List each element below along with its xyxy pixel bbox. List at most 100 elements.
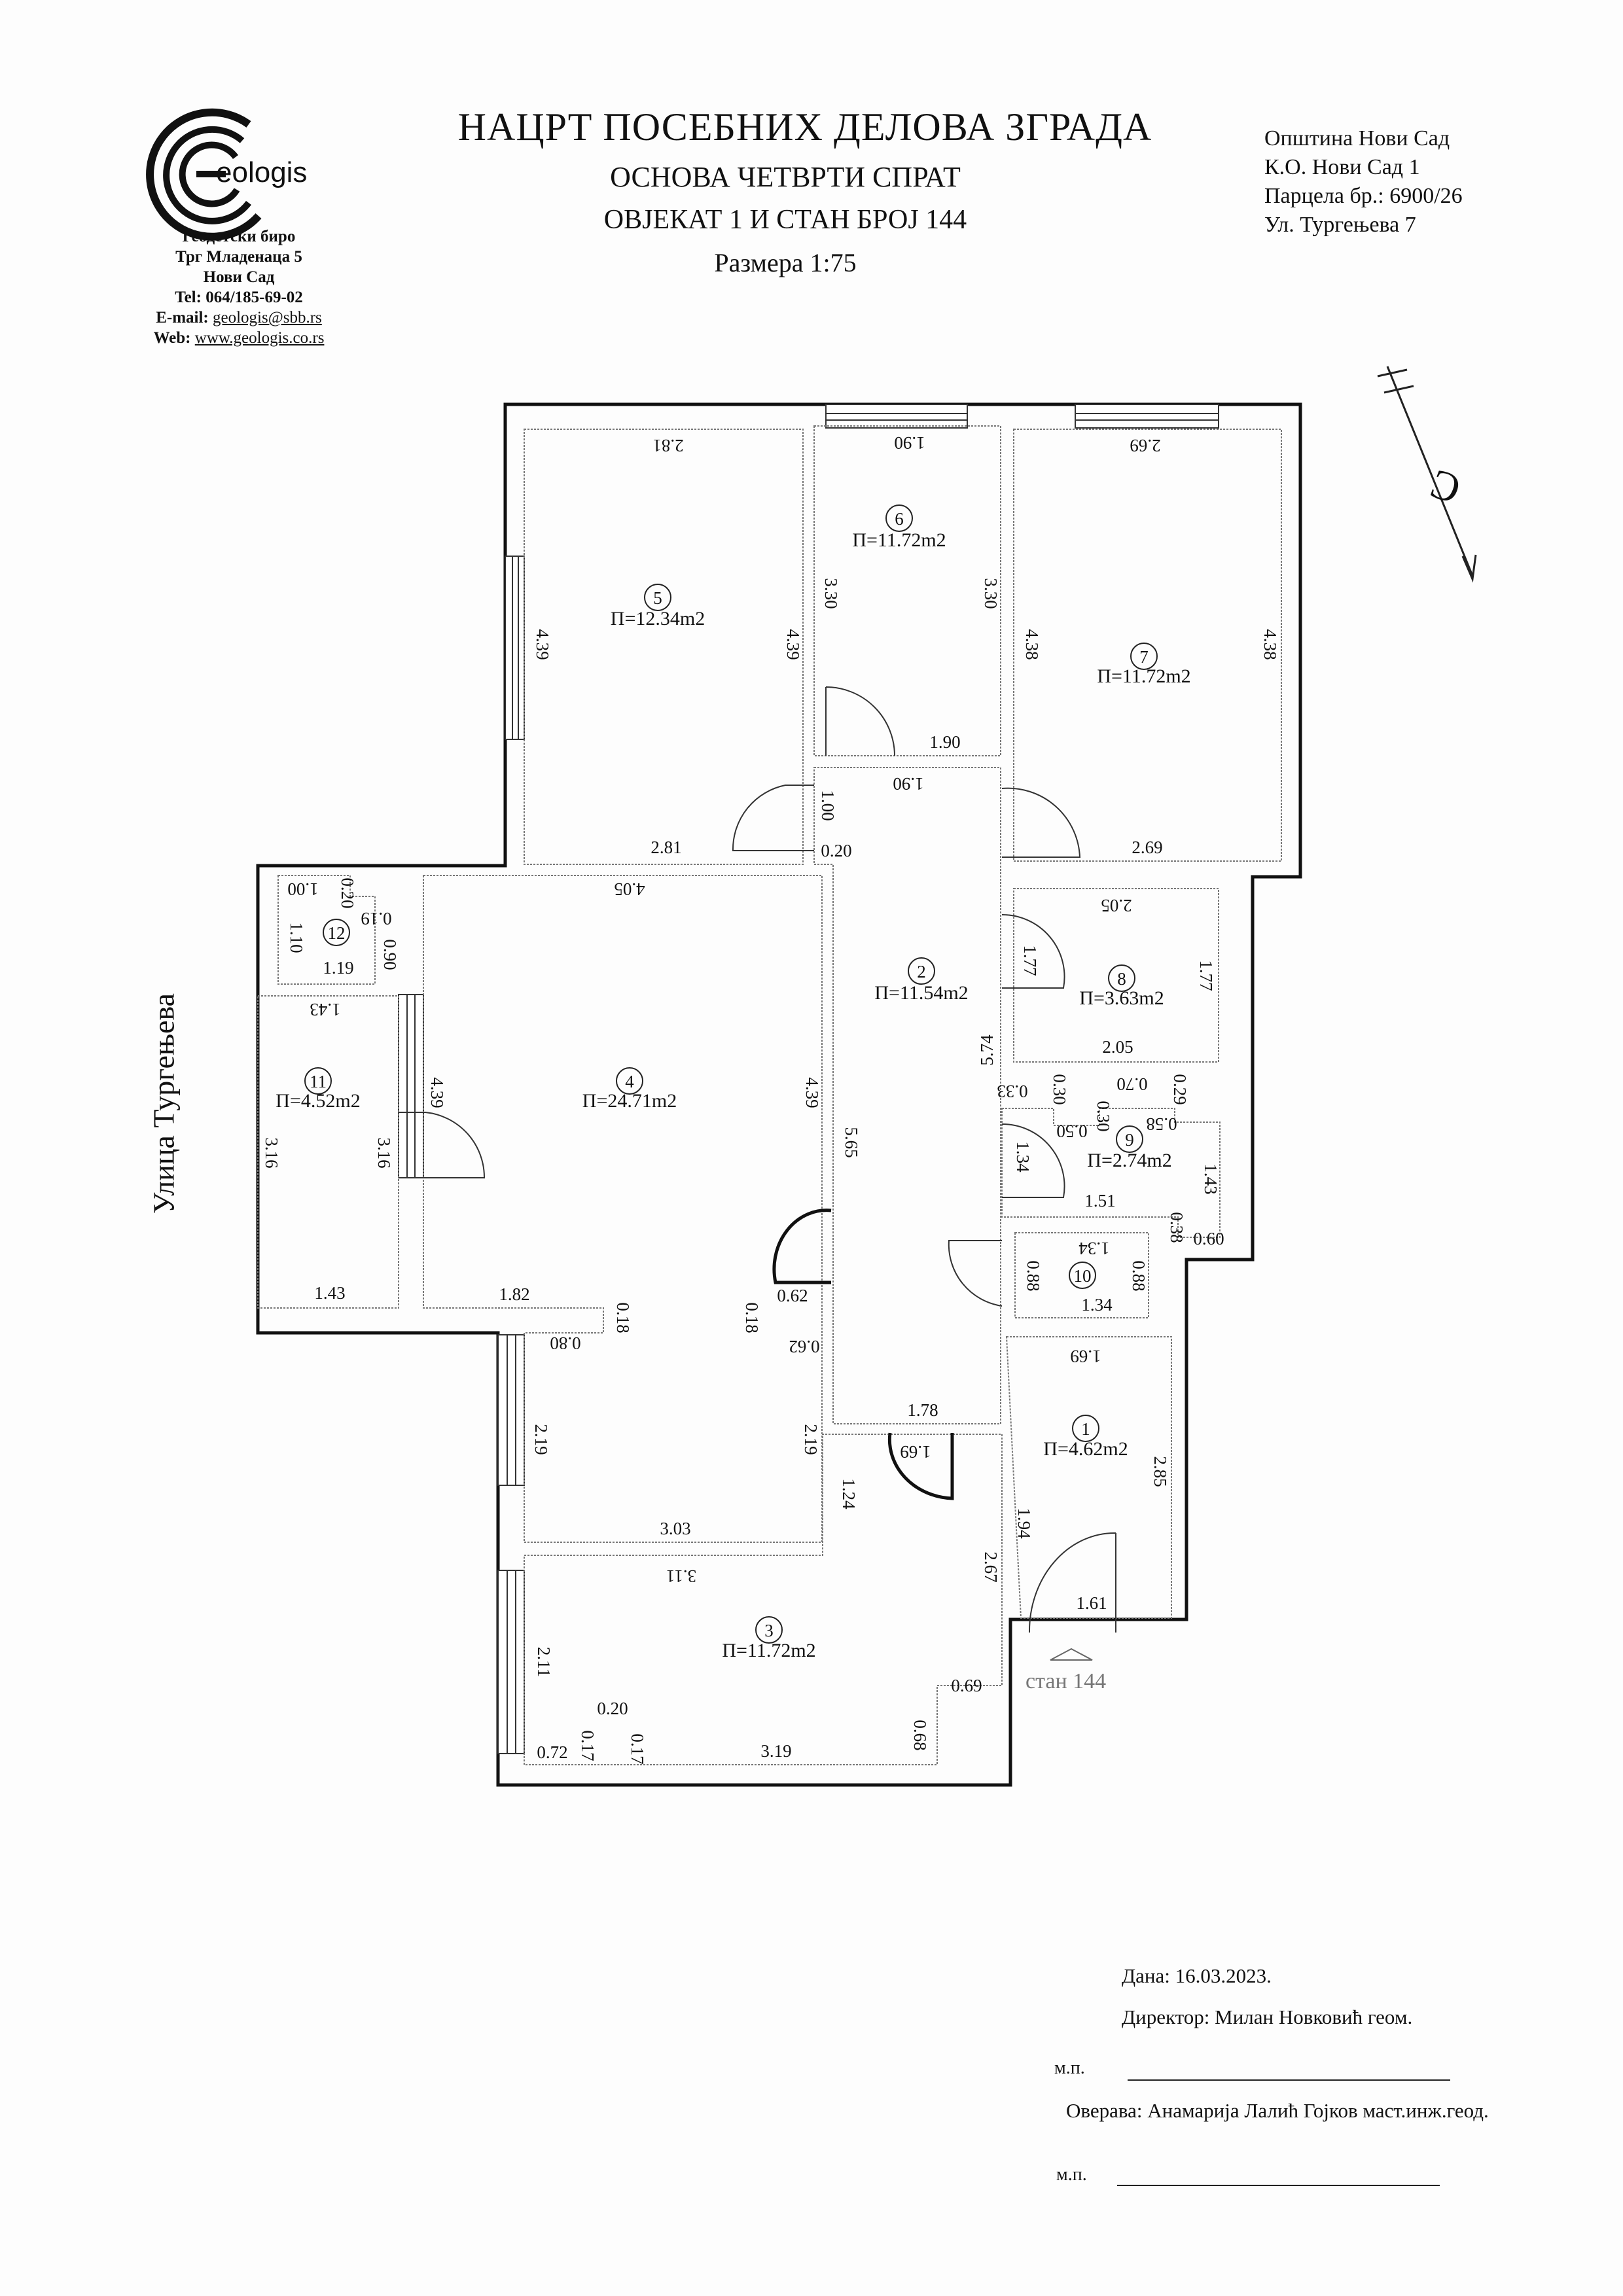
dimension-label: 4.39 <box>533 629 552 660</box>
dimension-label: 0.88 <box>1024 1260 1043 1291</box>
dimension-label: 2.81 <box>651 838 681 857</box>
dimension-label: 1.61 <box>1076 1593 1107 1613</box>
dimension-label: 1.34 <box>1013 1141 1033 1173</box>
cadastral-municipality: К.О. Нови Сад 1 <box>1264 155 1420 179</box>
door-swing-icon <box>399 1112 486 1178</box>
dimension-label: 0.38 <box>1167 1212 1186 1243</box>
room-7-outline <box>1013 429 1282 862</box>
room-area: П=4.52m2 <box>276 1090 360 1112</box>
door-swing-icon <box>1001 1123 1065 1198</box>
room-number: 2 <box>917 962 926 981</box>
logo-wordmark: eologis <box>216 156 307 188</box>
door-swing-icon <box>1001 787 1081 858</box>
dimension-label: 0.88 <box>1129 1260 1149 1291</box>
dimension-label: 5.74 <box>977 1034 997 1066</box>
room-6-outline <box>813 425 1001 756</box>
dimension-label: 2.69 <box>1130 436 1160 455</box>
dimension-label: 3.30 <box>821 578 841 609</box>
document-title: НАЦРТ ПОСЕБНИХ ДЕЛОВА ЗГРАДА <box>457 105 1152 149</box>
email-link[interactable]: geologis@sbb.rs <box>213 309 322 327</box>
dimension-label: 1.51 <box>1084 1191 1115 1210</box>
dimension-label: 1.00 <box>287 879 318 899</box>
room-number: 7 <box>1139 647 1149 667</box>
dimension-label: 0.30 <box>1050 1074 1069 1104</box>
dimension-label: 1.24 <box>839 1478 859 1510</box>
room-number-circle <box>323 919 350 946</box>
dimension-label: 0.20 <box>338 877 357 908</box>
object-label: ОВЈЕКАТ 1 И СТАН БРОЈ 144 <box>603 205 967 235</box>
dimension-label: 0.70 <box>1116 1074 1147 1094</box>
dimension-label: 5.65 <box>842 1127 861 1157</box>
room-area: П=2.74m2 <box>1087 1150 1171 1171</box>
dimension-label: 2.19 <box>801 1424 821 1455</box>
dimension-label: 4.05 <box>614 879 645 899</box>
dimension-label: 1.82 <box>499 1284 529 1304</box>
entrance-label: стан 144 <box>1026 1669 1106 1693</box>
room-5-outline <box>524 429 804 865</box>
room-number: 10 <box>1074 1266 1092 1286</box>
dimension-label: 0.17 <box>578 1730 597 1761</box>
room-number-circle <box>304 1067 332 1095</box>
room-number: 4 <box>625 1072 634 1091</box>
dimension-label: 3.19 <box>760 1741 791 1761</box>
room-11-outline <box>257 995 399 1309</box>
dimension-label: 0.33 <box>997 1082 1027 1101</box>
dimension-label: 0.18 <box>613 1302 633 1333</box>
room-number-circle <box>1116 1125 1143 1153</box>
scale-label: Размера 1:75 <box>714 248 857 277</box>
dimension-label: 1.77 <box>1020 945 1040 976</box>
dimension-label: 4.39 <box>802 1077 822 1108</box>
room-number-circle <box>1130 643 1158 670</box>
room-3-outline <box>524 1434 1003 1765</box>
room-number-circle <box>616 1067 643 1095</box>
door-swing-icon <box>948 1240 1003 1307</box>
room-area: П=11.72m2 <box>852 529 946 551</box>
municipality: Општина Нови Сад <box>1264 126 1450 150</box>
stamp-label-2: м.п. <box>1056 2164 1087 2185</box>
room-2-outline <box>813 767 1001 1424</box>
street-address: Ул. Тургењева 7 <box>1264 213 1416 237</box>
director-label: Директор: Милан Новковић геом. <box>1122 2005 1413 2028</box>
room-area: П=3.63m2 <box>1079 987 1164 1009</box>
dimension-label: 2.19 <box>531 1424 551 1455</box>
dimension-label: 1.10 <box>287 922 306 953</box>
dimension-label: 3.16 <box>374 1137 394 1168</box>
room-number-circle <box>1072 1415 1099 1442</box>
door-swing-icon <box>1001 913 1065 989</box>
dimension-label: 1.43 <box>310 1000 340 1019</box>
web-label: Web: <box>153 329 191 347</box>
dimension-label: 3.30 <box>981 578 1001 609</box>
email-label: E-mail: <box>156 309 209 327</box>
dimension-label: 1.90 <box>893 774 923 794</box>
dimension-label: 0.80 <box>550 1333 580 1353</box>
dimension-label: 2.81 <box>652 436 683 455</box>
room-number-circle <box>644 584 671 611</box>
room-area: П=11.54m2 <box>874 982 968 1004</box>
room-number: 5 <box>653 588 662 608</box>
company-address: Трг Младенаца 5 <box>175 248 302 266</box>
web-link[interactable]: www.geologis.co.rs <box>194 329 325 347</box>
dimension-label: 0.58 <box>1146 1114 1177 1134</box>
company-info: Геодетски биро Трг Младенаца 5 Нови Сад … <box>131 226 347 348</box>
room-number: 12 <box>328 923 346 943</box>
dimension-label: 0.29 <box>1170 1074 1190 1104</box>
room-area: П=12.34m2 <box>611 608 705 629</box>
room-number: 9 <box>1125 1130 1134 1150</box>
dimension-label: 1.34 <box>1079 1239 1110 1258</box>
dimension-label: 3.16 <box>262 1137 281 1168</box>
dimension-label: 1.43 <box>314 1283 345 1303</box>
company-tel: Tel: 064/185-69-02 <box>175 289 303 306</box>
dimension-label: 1.78 <box>907 1400 938 1420</box>
room-9-outline <box>1001 1108 1221 1238</box>
room-4-outline <box>423 875 823 1543</box>
location-info: Општина Нови Сад К.О. Нови Сад 1 Парцела… <box>1264 124 1463 239</box>
room-number: 3 <box>764 1621 774 1640</box>
room-number-circle <box>755 1616 783 1644</box>
verifier-signature-line <box>1117 2185 1440 2186</box>
dimension-label: 1.34 <box>1081 1295 1113 1315</box>
dimension-label: 0.90 <box>380 939 400 970</box>
room-1-outline <box>1005 1336 1172 1619</box>
